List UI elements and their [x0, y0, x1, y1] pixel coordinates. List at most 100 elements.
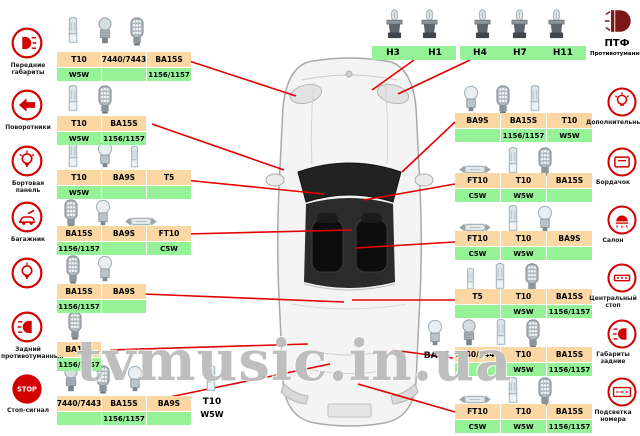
bulb-type-text: T10: [202, 397, 222, 407]
h4-bulb-image: [470, 8, 495, 40]
license-plate-light-label: Подсветка номера: [594, 409, 632, 423]
bulb-type-cell: BA9S: [547, 231, 592, 246]
bulb-subtype-cell: [547, 189, 592, 202]
bulb-type-cell: T5: [147, 170, 191, 185]
license-plate-light-icon: [607, 377, 637, 407]
bulb-subtype-cell: 1156/1157: [501, 129, 546, 142]
bulb-type-cell: BA9S: [102, 284, 146, 299]
bulb-type-cell: BA15S: [547, 404, 592, 419]
bulb-subtype-cell: [455, 305, 500, 318]
bulb-type-cell: FT10: [455, 231, 500, 246]
bulb-images: [424, 318, 446, 348]
h3-bulb-image: [382, 8, 407, 40]
bulb-type-cell: T5: [455, 289, 500, 304]
seat-left: [311, 219, 344, 273]
bulb-images: [458, 318, 544, 348]
t10-bulb-image: [490, 318, 512, 348]
dashboard-light-icon: [11, 145, 43, 177]
ba9s-bulb-image: [92, 198, 114, 228]
bulb-type-cell: BA15S: [102, 116, 146, 131]
led-bulb-image: [94, 16, 116, 46]
bulb-images: [62, 254, 116, 284]
ba15s-bulb-image: [522, 318, 544, 348]
bulb-type-cell: T10: [501, 173, 546, 188]
h1-bulb-image: [417, 8, 442, 40]
t10-bulb-image: [502, 146, 524, 176]
car-top-view: [265, 57, 434, 427]
additional-lights-table: BA9S BA15S T10 1156/1157 W5W: [455, 113, 592, 143]
fog-bulb-images-group1: [382, 8, 442, 40]
interior-light-icon: [607, 205, 637, 235]
bulb-type-cell: T10: [547, 113, 592, 128]
dashboard-light-label: Бортовая панель: [11, 180, 45, 194]
bulb-subtype-cell: C5W: [147, 242, 191, 255]
t10-standalone: T10 W5W: [190, 396, 234, 421]
bulb-type-cell: BA9S: [455, 113, 500, 128]
bulb-images: [458, 204, 556, 234]
bulb-subtype-cell: [547, 247, 592, 260]
t10-bulb-image: [502, 376, 524, 406]
bulb-type-cell: BA15S: [57, 284, 101, 299]
t10-bulb-image: [62, 16, 84, 46]
fog-label-strip-1: H3 H1: [372, 46, 456, 60]
seat-right: [355, 219, 388, 273]
center-stop-light-icon: [607, 263, 637, 293]
rear-fog-light-label: Задний противотуманный: [1, 346, 64, 360]
bulb-type-cell: T10: [501, 231, 546, 246]
center-stop-table: T5 T10 BA15S W5W 1156/1157: [455, 289, 592, 319]
front-position-lights-label: Передние габариты: [10, 62, 46, 76]
bulb-subtype-cell: [102, 300, 146, 313]
fog-bulb-label: H3: [386, 48, 400, 58]
turn-signal-label: Поворотники: [5, 124, 51, 131]
interior-table: FT10 T10 BA9S C5W W5W: [455, 231, 592, 261]
bulb-type-cell: 7440/7443: [455, 347, 500, 362]
bulb-subtype-cell: [102, 186, 146, 199]
bulb-subtype-cell: [102, 68, 146, 81]
lights-table: BA15S BA9S 1156/1157: [57, 284, 146, 314]
ba9s-bulb-image: [94, 254, 116, 284]
led-bulb-image: [458, 318, 480, 348]
fog-section-title: ПТФ: [604, 38, 630, 49]
fog-bulb-images-group2: [470, 8, 569, 40]
rear-fog-light-icon: [11, 311, 43, 343]
bulb-subtype-text: W5W: [200, 410, 224, 419]
bulb-type-cell: T10: [501, 404, 546, 419]
fog-label-strip-2: H4 H7 H11: [460, 46, 586, 60]
bulb-subtype-cell: W5W: [501, 363, 546, 376]
trunk-light-label: Багажник: [10, 236, 46, 243]
bulb-images: [64, 310, 86, 340]
bulb-type-cell: T10: [57, 170, 101, 185]
t10-bulb-image: [524, 84, 546, 114]
bulb-subtype-cell: [147, 186, 191, 199]
t10-bulb-image: [502, 204, 524, 234]
license-plate-area: [327, 403, 372, 418]
ba15s-bulb-image: [126, 16, 148, 46]
fog-section-subtitle: Противотуманные: [590, 51, 640, 57]
bulb-subtype-cell: C5W: [455, 420, 500, 433]
fog-bulb-label: H1: [428, 48, 442, 58]
ba15s-bulb-image: [534, 146, 556, 176]
glovebox-light-label: Бордачок: [595, 179, 631, 186]
bulb-subtype-cell: 1156/1157: [147, 68, 191, 81]
t10-bulb-image: [200, 364, 222, 394]
bulb-images: [458, 376, 556, 406]
bulb-type-cell: BA15S: [547, 289, 592, 304]
rear-position-table: 7440/7443 T10 BA15S W5W 1156/1157: [455, 347, 592, 377]
bulb-subtype-cell: W5W: [501, 420, 546, 433]
stop-signal-table: 7440/7443 BA15S BA9S 1156/1157: [57, 396, 191, 426]
bulb-subtype-cell: 1156/1157: [102, 412, 146, 425]
bulb-type-cell: FT10: [455, 173, 500, 188]
bulb-subtype-cell: 1156/1157: [547, 420, 592, 433]
bulb-subtype-cell: [102, 242, 146, 255]
bulb-subtype-cell: W5W: [501, 189, 546, 202]
bulb-type-text: BA9S: [423, 351, 451, 361]
license-plate-table: FT10 T10 BA15S C5W W5W 1156/1157: [455, 404, 592, 434]
bulb-subtype-cell: 1156/1157: [57, 300, 101, 313]
bulb-images: [458, 146, 556, 176]
bulb-images: [200, 364, 222, 394]
bulb-subtype-cell: W5W: [57, 186, 101, 199]
additional-lights-label: Дополнительные: [586, 119, 640, 126]
t10-bulb-image: [489, 262, 511, 292]
bulb-subtype-cell: 1156/1157: [547, 305, 592, 318]
